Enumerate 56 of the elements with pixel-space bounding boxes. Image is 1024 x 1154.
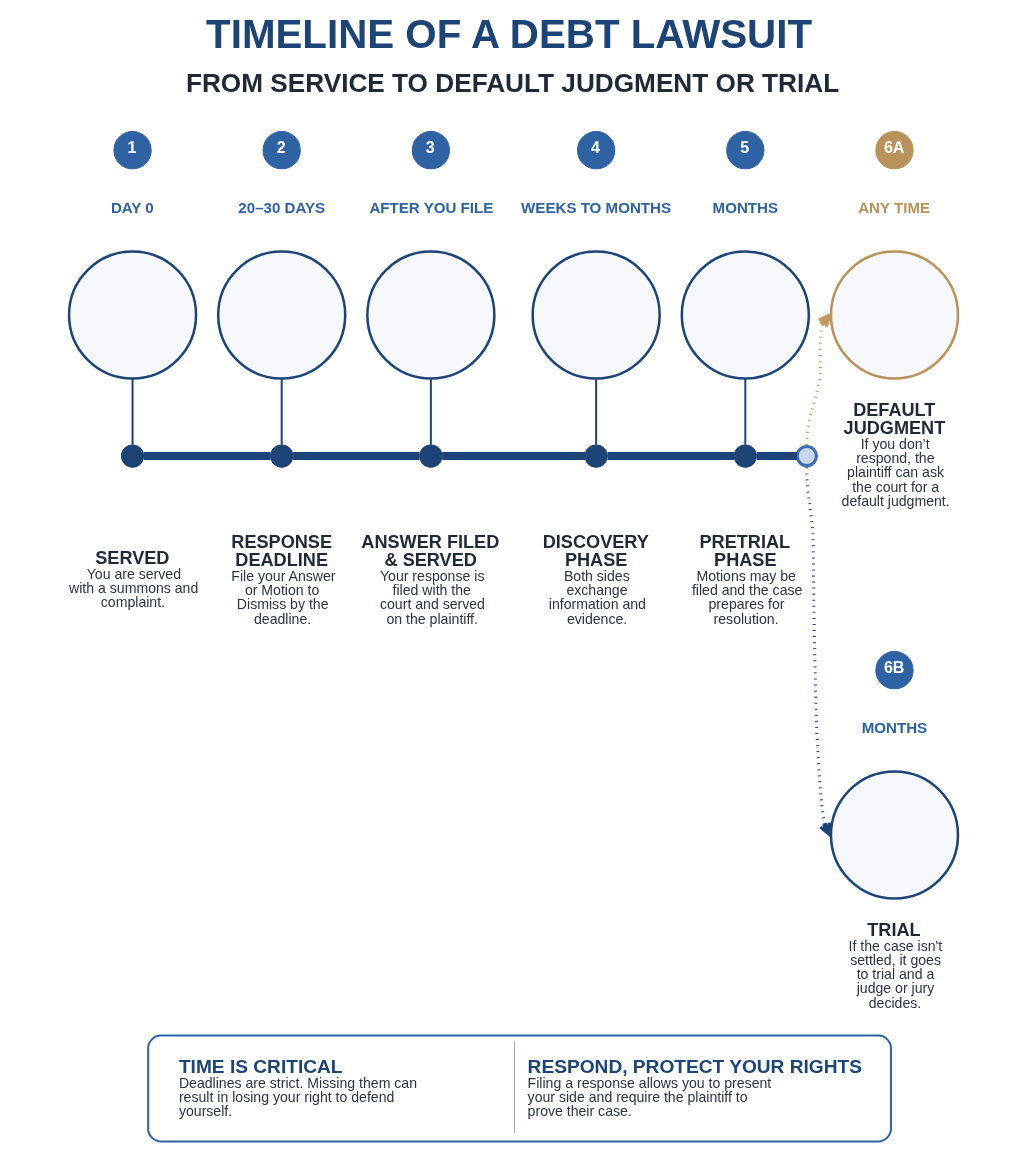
node-label: WEEKS TO MONTHS (521, 198, 672, 216)
arrow (805, 313, 832, 445)
node-label: Motions may be filed and the case prepares for resolution. (691, 568, 803, 627)
node-label: PRETRIAL PHASE (699, 532, 791, 571)
node-circle (67, 250, 198, 380)
connector (143, 452, 271, 461)
node-circle: 4 (577, 131, 616, 170)
node-label: If you don’t respond, the plaintiff can ask the court for a default judgment. (841, 436, 950, 509)
connector (607, 452, 734, 461)
node-label: SERVED (95, 548, 170, 569)
node-label: 20–30 DAYS (238, 198, 326, 216)
connector (429, 378, 432, 445)
node-circle (584, 444, 608, 468)
arrow (805, 467, 832, 837)
connector (293, 452, 420, 461)
node-label: DEFAULT JUDGMENT (843, 400, 946, 439)
node-label: TRIAL (867, 920, 921, 941)
node-circle: 2 (262, 131, 301, 170)
connector (280, 378, 283, 445)
node-label: AFTER YOU FILE (369, 198, 494, 216)
node-label: DISCOVERY PHASE (542, 532, 649, 571)
node-circle: 6B (875, 651, 914, 690)
node-circle (120, 444, 145, 468)
node-label: You are served with a summons and complaint. (69, 566, 199, 611)
node-label: ANY TIME (858, 198, 931, 216)
node-label: If the case isn't settled, it goes to trial and a judge or jury decides. (848, 938, 943, 1011)
label: FROM SERVICE TO DEFAULT JUDGMENT OR TRIAL (185, 68, 840, 99)
node-circle (419, 444, 443, 468)
node-circle: 5 (726, 131, 765, 170)
connector (131, 378, 134, 445)
diagram-title: TIMELINE OF A DEBT LAWSUIT (206, 11, 813, 57)
connector (756, 452, 798, 461)
node-label: RESPONSE DEADLINE (231, 532, 333, 571)
node-circle: 6A (875, 131, 914, 170)
node-label: MONTHS (861, 718, 928, 736)
connector (595, 378, 598, 445)
node-box: TIME IS CRITICAL Deadlines are strict. Missing them can result in losing your right to defend yourself. RESPOND, PROTECT YOUR RIGHTS Filing a response allows you to present your side and require the plaintiff to prove their case. (147, 1034, 892, 1143)
node-circle (680, 250, 811, 380)
node-circle (795, 444, 818, 468)
node-circle (270, 444, 294, 468)
connector (744, 378, 747, 445)
node-circle (216, 250, 347, 380)
node-label: MONTHS (712, 198, 779, 216)
connector (442, 452, 586, 461)
node-circle (829, 250, 960, 380)
node-label: ANSWER FILED & SERVED (361, 532, 500, 571)
node-label: DAY 0 (110, 198, 154, 216)
node-circle (366, 250, 496, 380)
node-label: File your Answer or Motion to Dismiss by the deadline. (231, 568, 336, 627)
node-label: Your response is filed with the court and served on the plaintiff. (379, 568, 485, 627)
node-label: Both sides exchange information and evidence. (548, 568, 646, 627)
node-circle: 1 (113, 131, 152, 170)
node-circle (733, 444, 757, 468)
node-circle (531, 250, 661, 380)
node-circle (829, 770, 960, 900)
node-circle: 3 (411, 131, 450, 170)
